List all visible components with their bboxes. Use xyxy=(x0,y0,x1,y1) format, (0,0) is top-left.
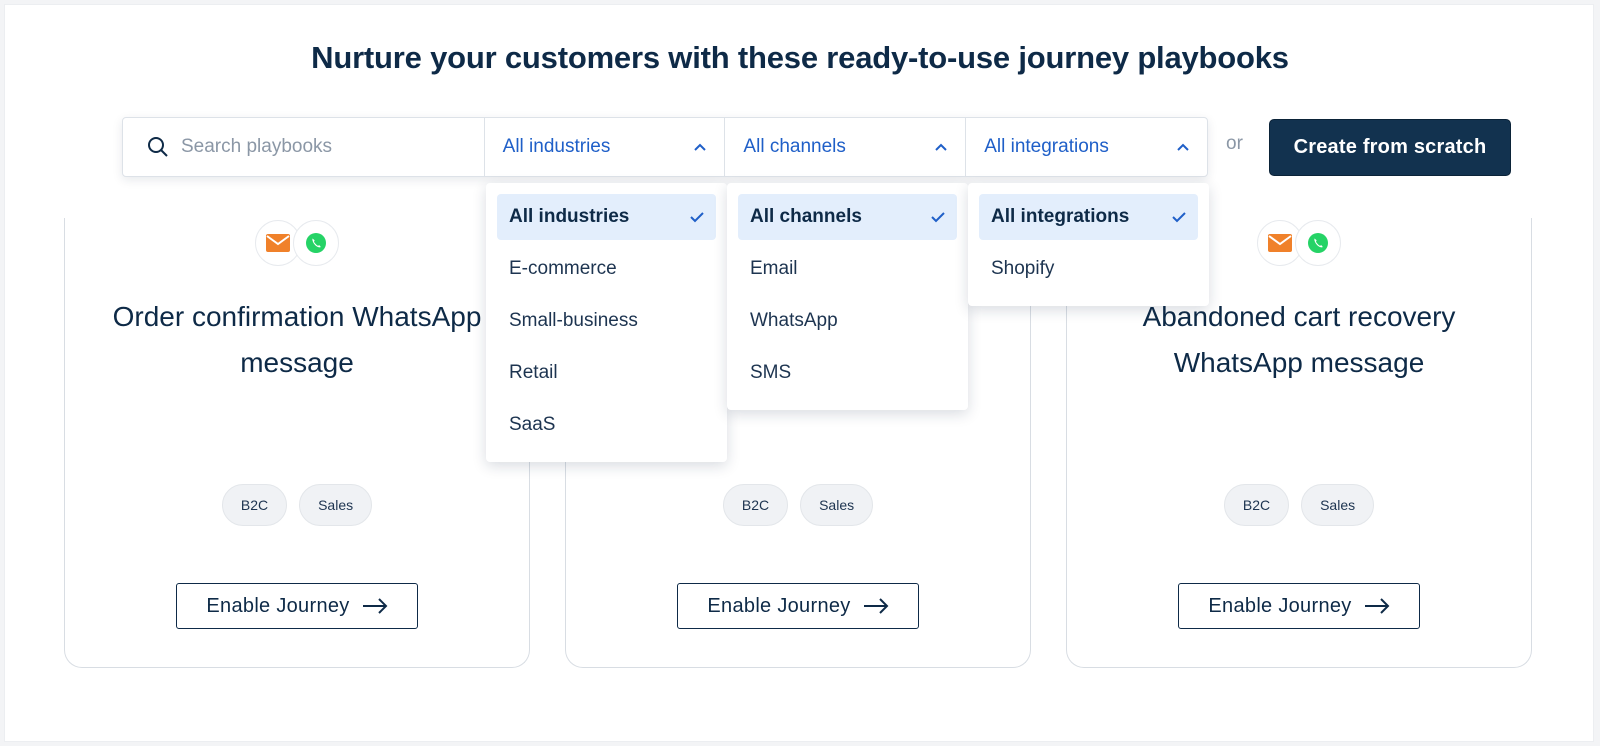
channels-dropdown[interactable]: All channels xyxy=(725,118,967,176)
check-icon xyxy=(931,212,945,223)
enable-journey-label: Enable Journey xyxy=(707,594,851,617)
menu-item-all-industries[interactable]: All industries xyxy=(497,194,716,240)
menu-item-sms[interactable]: SMS xyxy=(750,362,792,383)
tag: B2C xyxy=(722,484,789,526)
search-icon xyxy=(148,137,168,157)
menu-item-label: All integrations xyxy=(991,206,1130,227)
menu-item-label: All channels xyxy=(750,206,862,227)
playbook-card: Abandoned cart recovery WhatsApp message… xyxy=(1066,218,1532,668)
arrow-right-icon xyxy=(863,598,889,614)
tag-list: B2C Sales xyxy=(1067,484,1531,526)
search-input[interactable] xyxy=(181,136,471,158)
chevron-up-icon xyxy=(1177,143,1189,151)
menu-item-retail[interactable]: Retail xyxy=(509,362,558,383)
channels-dropdown-label: All channels xyxy=(743,136,846,157)
page-headline: Nurture your customers with these ready-… xyxy=(311,40,1289,75)
channel-icons xyxy=(255,220,339,266)
menu-item-e-commerce[interactable]: E-commerce xyxy=(509,258,617,279)
enable-journey-button[interactable]: Enable Journey xyxy=(677,583,919,629)
menu-item-saas[interactable]: SaaS xyxy=(509,414,556,435)
industries-dropdown[interactable]: All industries xyxy=(485,118,726,176)
integrations-menu: All integrations Shopify xyxy=(968,183,1209,306)
tag: B2C xyxy=(1223,484,1290,526)
menu-item-small-business[interactable]: Small-business xyxy=(509,310,638,331)
enable-journey-label: Enable Journey xyxy=(206,594,350,617)
integrations-dropdown[interactable]: All integrations xyxy=(966,118,1207,176)
channels-menu: All channels Email WhatsApp SMS xyxy=(727,183,968,410)
enable-journey-button[interactable]: Enable Journey xyxy=(176,583,418,629)
industries-dropdown-label: All industries xyxy=(502,136,611,157)
menu-item-shopify[interactable]: Shopify xyxy=(991,258,1055,279)
menu-item-all-integrations[interactable]: All integrations xyxy=(979,194,1198,240)
chevron-up-icon xyxy=(694,143,707,151)
menu-item-email[interactable]: Email xyxy=(750,258,798,279)
filter-bar: All industries All channels All integrat… xyxy=(122,117,1208,177)
tag: Sales xyxy=(800,484,874,526)
industries-menu: All industries E-commerce Small-business… xyxy=(486,183,727,462)
arrow-right-icon xyxy=(1364,598,1390,614)
enable-journey-button[interactable]: Enable Journey xyxy=(1178,583,1420,629)
arrow-right-icon xyxy=(362,598,388,614)
card-title: Abandoned cart recovery WhatsApp message xyxy=(1142,301,1456,378)
tag: Sales xyxy=(299,484,373,526)
whatsapp-icon xyxy=(293,220,339,266)
tag-list: B2C Sales xyxy=(65,484,529,526)
menu-item-label: All industries xyxy=(509,206,630,227)
tag-list: B2C Sales xyxy=(566,484,1030,526)
card-title: Order confirmation WhatsApp message xyxy=(112,301,482,378)
check-icon xyxy=(690,212,704,223)
tag: Sales xyxy=(1301,484,1375,526)
integrations-dropdown-label: All integrations xyxy=(984,136,1109,157)
chevron-up-icon xyxy=(935,143,947,151)
create-from-scratch-button[interactable]: Create from scratch xyxy=(1269,119,1511,176)
search-box[interactable] xyxy=(123,118,485,176)
mail-icon xyxy=(255,220,301,266)
menu-item-all-channels[interactable]: All channels xyxy=(738,194,957,240)
playbook-card: Order confirmation WhatsApp message B2C … xyxy=(64,218,530,668)
whatsapp-icon xyxy=(1295,220,1341,266)
menu-item-whatsapp[interactable]: WhatsApp xyxy=(750,310,838,331)
tag: B2C xyxy=(221,484,288,526)
enable-journey-label: Enable Journey xyxy=(1208,594,1352,617)
check-icon xyxy=(1172,212,1186,223)
or-separator: or xyxy=(1226,133,1243,154)
mail-icon xyxy=(1257,220,1303,266)
channel-icons xyxy=(1257,220,1341,266)
